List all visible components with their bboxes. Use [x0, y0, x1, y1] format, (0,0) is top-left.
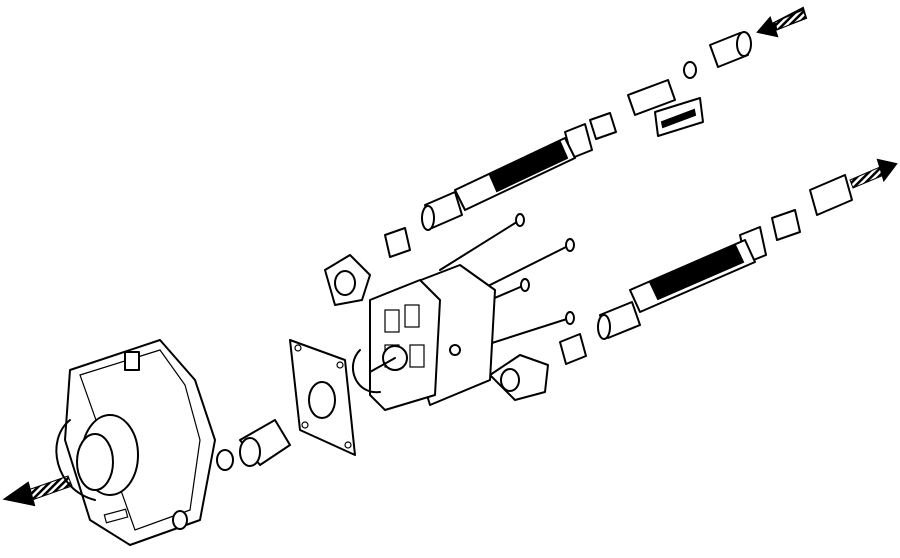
seal-washer — [683, 61, 697, 79]
shaft-coupling — [239, 419, 291, 467]
outlet-fitting — [809, 174, 853, 216]
suction-elbow-flange — [324, 254, 371, 306]
inlet-arrow — [756, 6, 808, 38]
mounting-plate — [289, 339, 356, 456]
drain-plug — [172, 510, 188, 530]
breather-plug — [124, 351, 140, 371]
hex-nut — [216, 449, 234, 471]
pump-shaft — [369, 357, 396, 373]
gear-pump — [351, 264, 496, 411]
input-shaft-bore — [76, 433, 114, 491]
hose-nipple-lower — [559, 333, 587, 365]
input-rotation-arrow — [55, 419, 96, 501]
outlet-arrow — [849, 158, 898, 189]
check-valve — [627, 79, 676, 116]
adapter-fitting — [589, 112, 617, 140]
pressure-hose-assembly — [559, 174, 853, 365]
rotation-output-arrow — [2, 475, 73, 507]
hose-nipple — [384, 227, 411, 258]
flow-direction-plate — [654, 97, 704, 137]
gearbox-housing — [55, 339, 216, 546]
rotation-arrow — [351, 349, 381, 394]
suction-hose-assembly — [384, 31, 752, 258]
pressure-elbow-flange — [489, 354, 549, 401]
